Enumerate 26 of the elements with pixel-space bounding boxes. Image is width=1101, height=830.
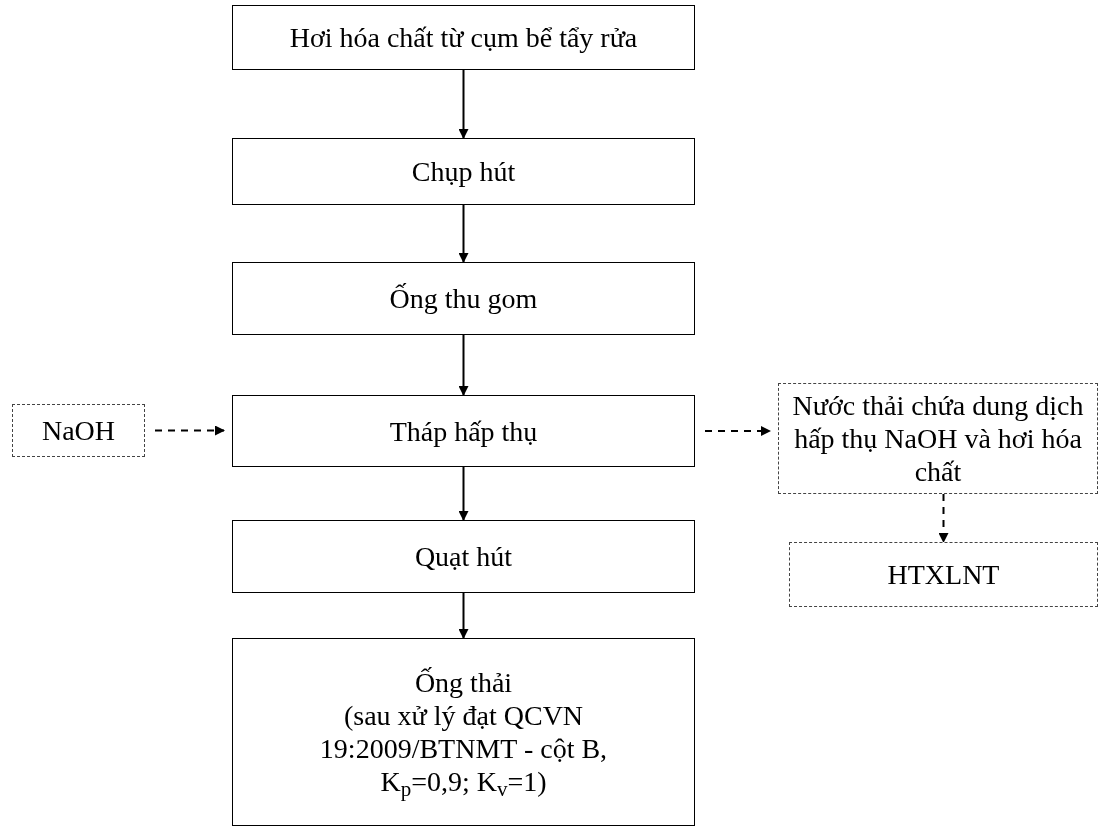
box-label: Ống thải: [414, 666, 513, 699]
process-box: [789, 542, 1098, 607]
arrow: [458, 592, 469, 639]
box-label: HTXLNT: [887, 558, 1000, 591]
box-label: Hơi hóa chất từ cụm bể tẩy rửa: [289, 21, 638, 54]
arrow: [938, 493, 949, 543]
box-label: Nước thải chứa dung dịch hấp thụ NaOH và hơi hóa chất: [791, 389, 1085, 488]
process-box: [232, 262, 695, 335]
process-box: [232, 5, 695, 70]
box-label: Quạt hút: [414, 540, 513, 573]
arrow: [458, 466, 469, 521]
process-box: [232, 138, 695, 205]
process-box: [232, 520, 695, 593]
box-label: NaOH: [41, 414, 116, 447]
process-box: [778, 383, 1098, 494]
arrow: [458, 334, 469, 396]
box-label: Tháp hấp thụ: [389, 414, 538, 448]
process-box: [232, 395, 695, 467]
box-label: Ống thu gom: [389, 282, 538, 315]
process-box: [12, 404, 145, 457]
arrow: [154, 425, 225, 436]
arrow: [458, 204, 469, 263]
arrow: [704, 426, 771, 436]
box-label: Chụp hút: [411, 155, 516, 188]
arrow: [458, 69, 469, 139]
process-box: [232, 638, 695, 826]
